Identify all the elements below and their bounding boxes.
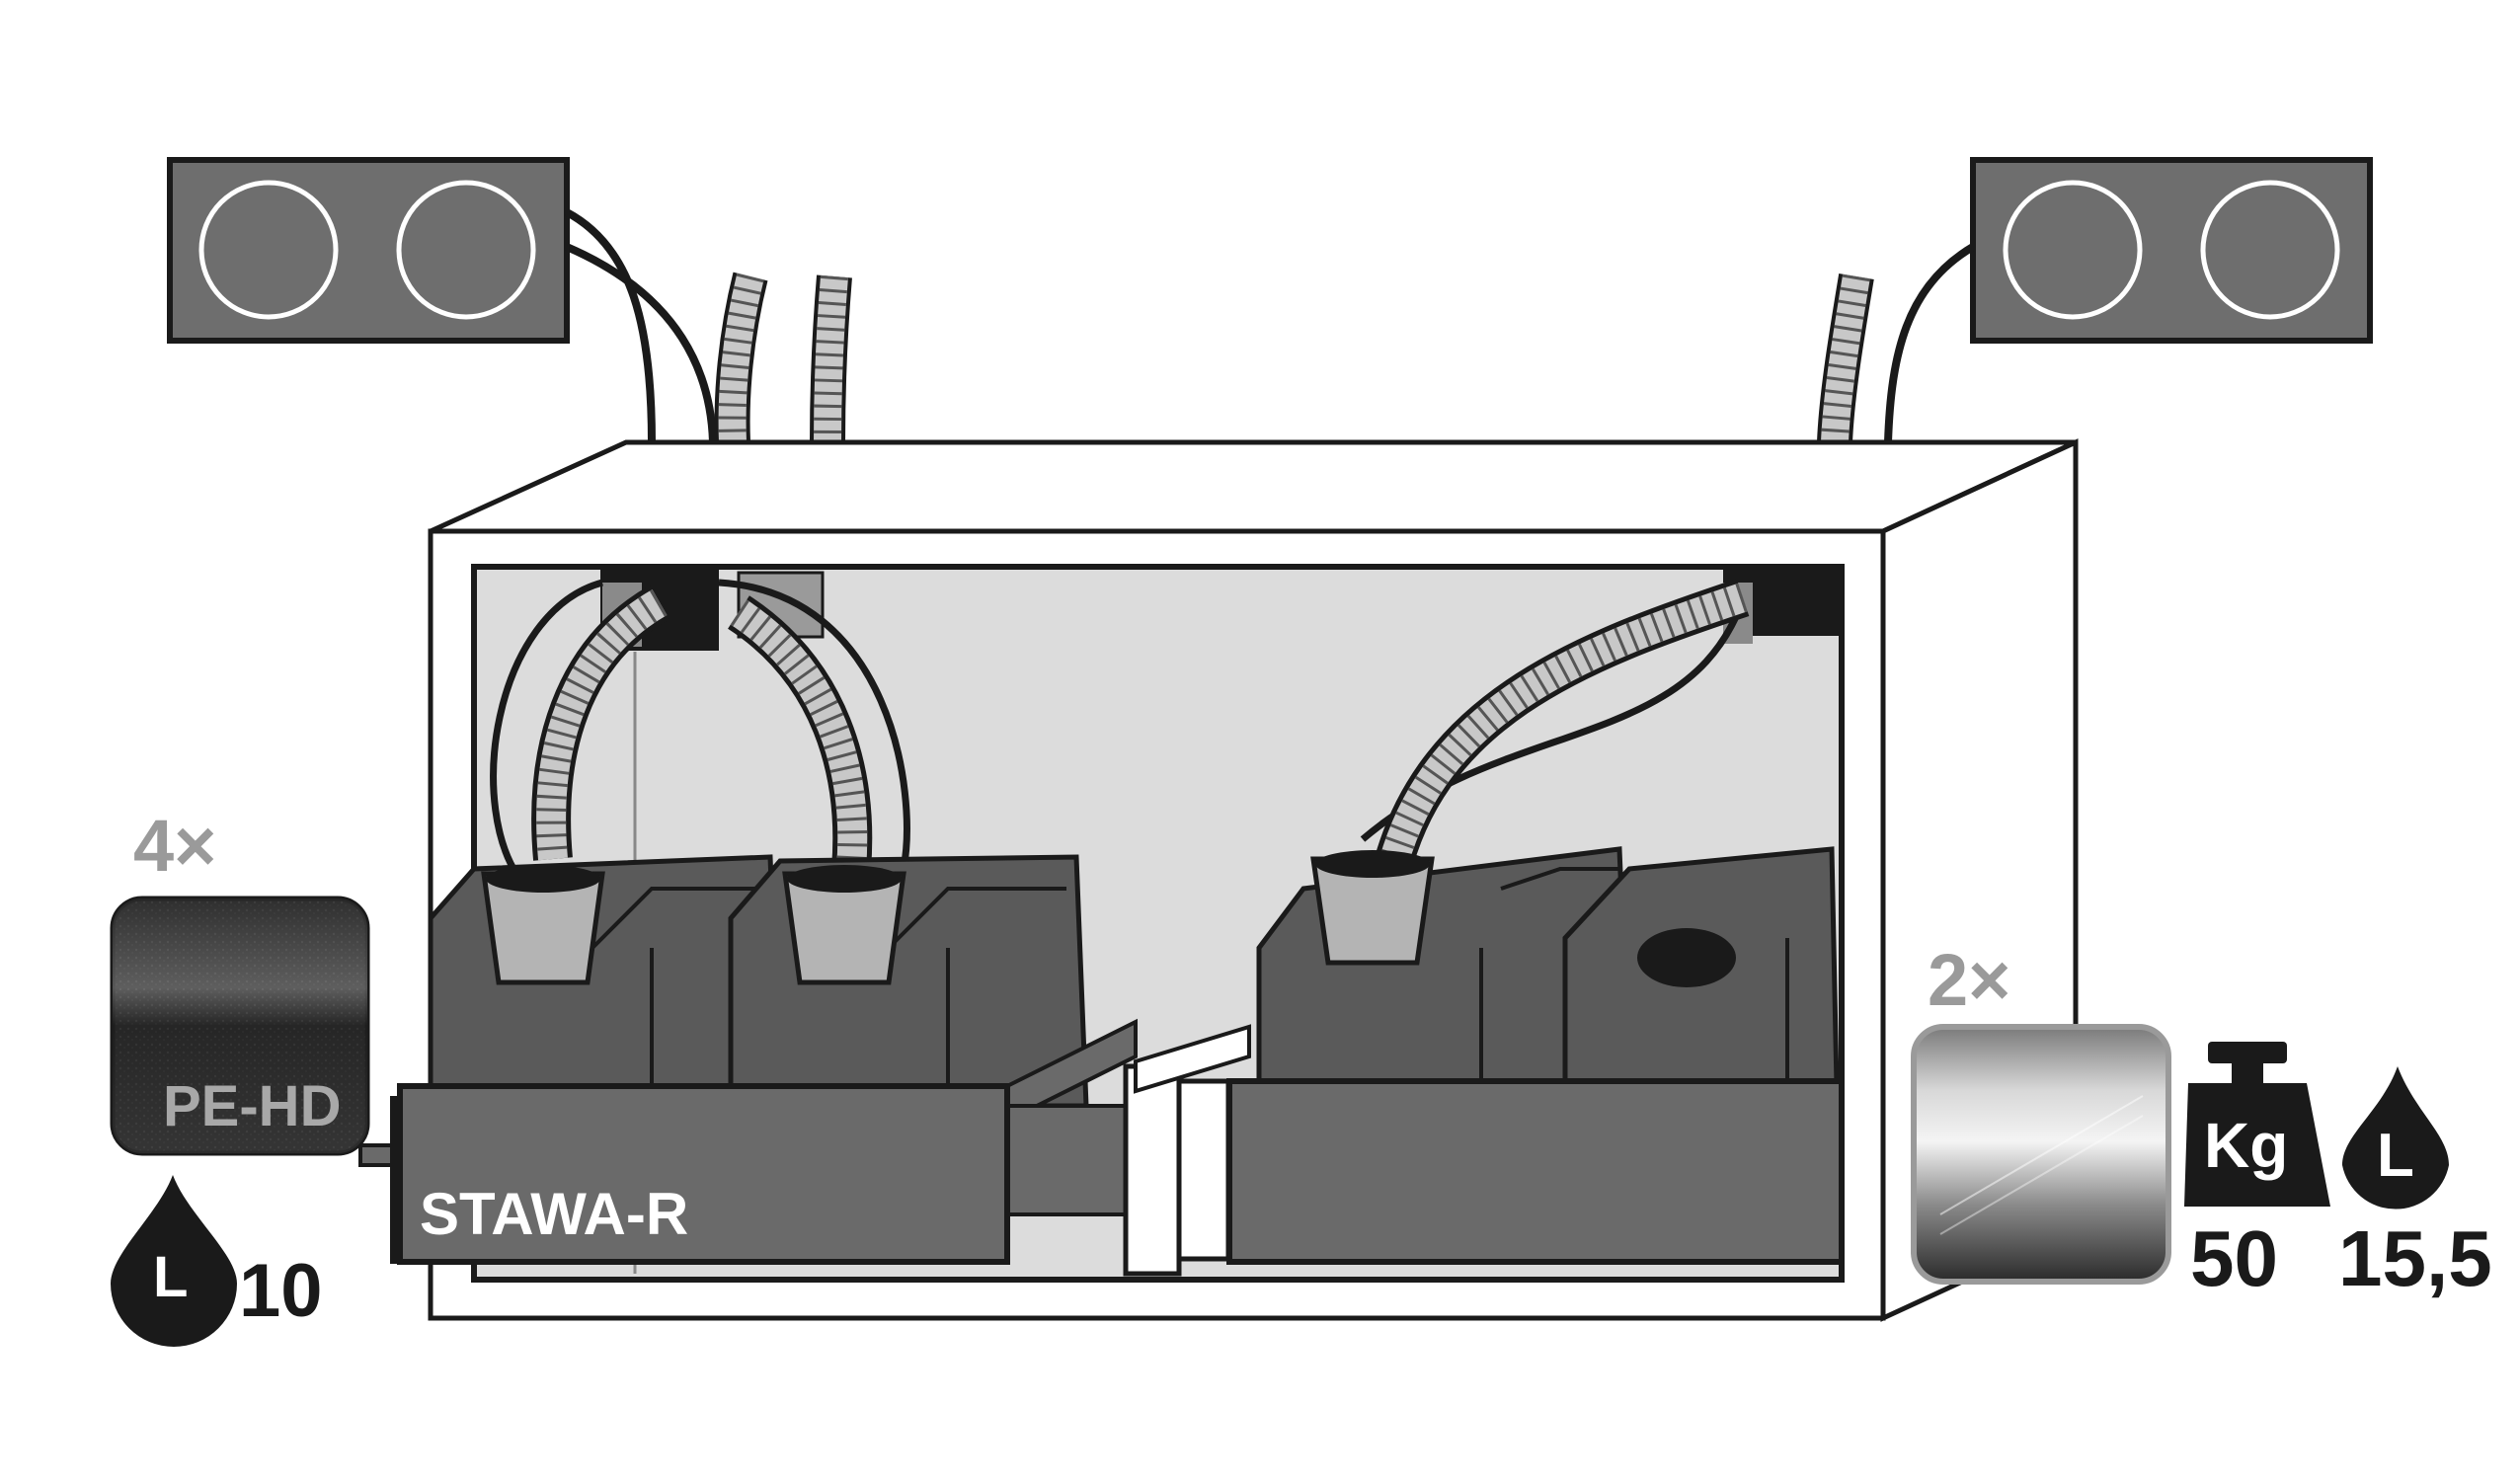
drip-tray-left xyxy=(358,1018,1138,1265)
pe-hd-count-label: 4× xyxy=(133,805,217,887)
switch-box-left xyxy=(167,157,570,344)
pe-hd-material-label: PE-HD xyxy=(163,1074,342,1138)
drip-tray-right xyxy=(1226,1078,1845,1265)
steel-count-label: 2× xyxy=(1928,939,2011,1021)
steel-material-swatch xyxy=(1911,1024,2171,1285)
switch-box-right xyxy=(1970,157,2373,344)
liquid-drop-icon xyxy=(111,1175,237,1347)
canister-left-1 xyxy=(428,854,783,1109)
funnel-right xyxy=(1310,850,1435,966)
tray-label: STAWA-R xyxy=(420,1181,689,1247)
steel-volume-icon-letter: L xyxy=(2377,1122,2414,1190)
canister-left-2 xyxy=(728,854,1089,1109)
canister-right-2 xyxy=(1562,846,1840,1089)
funnel xyxy=(481,865,906,985)
exhaust-hose-top xyxy=(714,272,1874,443)
slide-rail xyxy=(1123,1024,1251,1277)
pe-hd-material-swatch xyxy=(110,896,370,1156)
interior-hose xyxy=(531,579,1750,893)
pe-hd-volume-value: 10 xyxy=(239,1249,323,1333)
cable-left xyxy=(565,208,717,443)
weight-icon-letter: Kg xyxy=(2204,1110,2289,1181)
weight-icon xyxy=(2184,1042,2330,1207)
pe-hd-volume-icon-letter: L xyxy=(153,1245,189,1309)
steel-weight-value: 50 xyxy=(2190,1214,2278,1302)
liquid-drop-icon-steel xyxy=(2342,1066,2449,1210)
steel-volume-value: 15,5 xyxy=(2338,1214,2492,1302)
cable-right xyxy=(1884,243,1976,443)
